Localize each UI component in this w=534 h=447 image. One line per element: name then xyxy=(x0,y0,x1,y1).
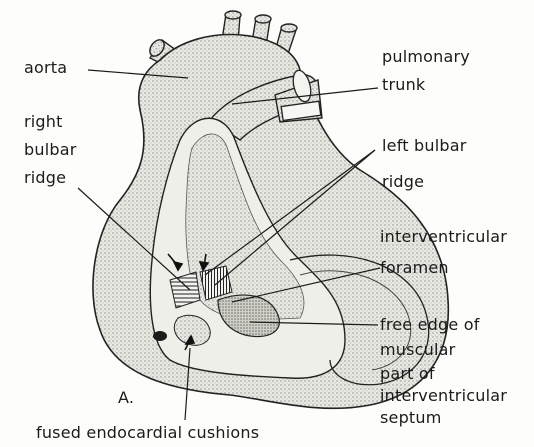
cushion-dark-spot xyxy=(153,331,167,341)
label-ridge-left: ridge xyxy=(24,168,66,188)
label-ridge-right: ridge xyxy=(382,172,424,192)
label-bulbar-left: bulbar xyxy=(24,140,76,160)
label-right: right xyxy=(24,112,63,132)
label-free-edge-of: free edge of xyxy=(380,315,480,335)
label-pulmonary: pulmonary xyxy=(382,47,470,67)
label-left-bulbar: left bulbar xyxy=(382,136,466,156)
label-interventricular: interventricular xyxy=(380,227,507,247)
label-muscular: muscular xyxy=(380,340,455,360)
label-fused-endocardial-cushions: fused endocardial cushions xyxy=(36,423,259,443)
label-part-of: part of xyxy=(380,364,435,384)
label-aorta: aorta xyxy=(24,58,67,78)
label-septum: septum xyxy=(380,408,442,428)
label-trunk: trunk xyxy=(382,75,425,95)
label-interventricular-2: interventricular xyxy=(380,386,507,406)
label-foramen: foramen xyxy=(380,258,449,278)
panel-letter: A. xyxy=(118,388,134,408)
